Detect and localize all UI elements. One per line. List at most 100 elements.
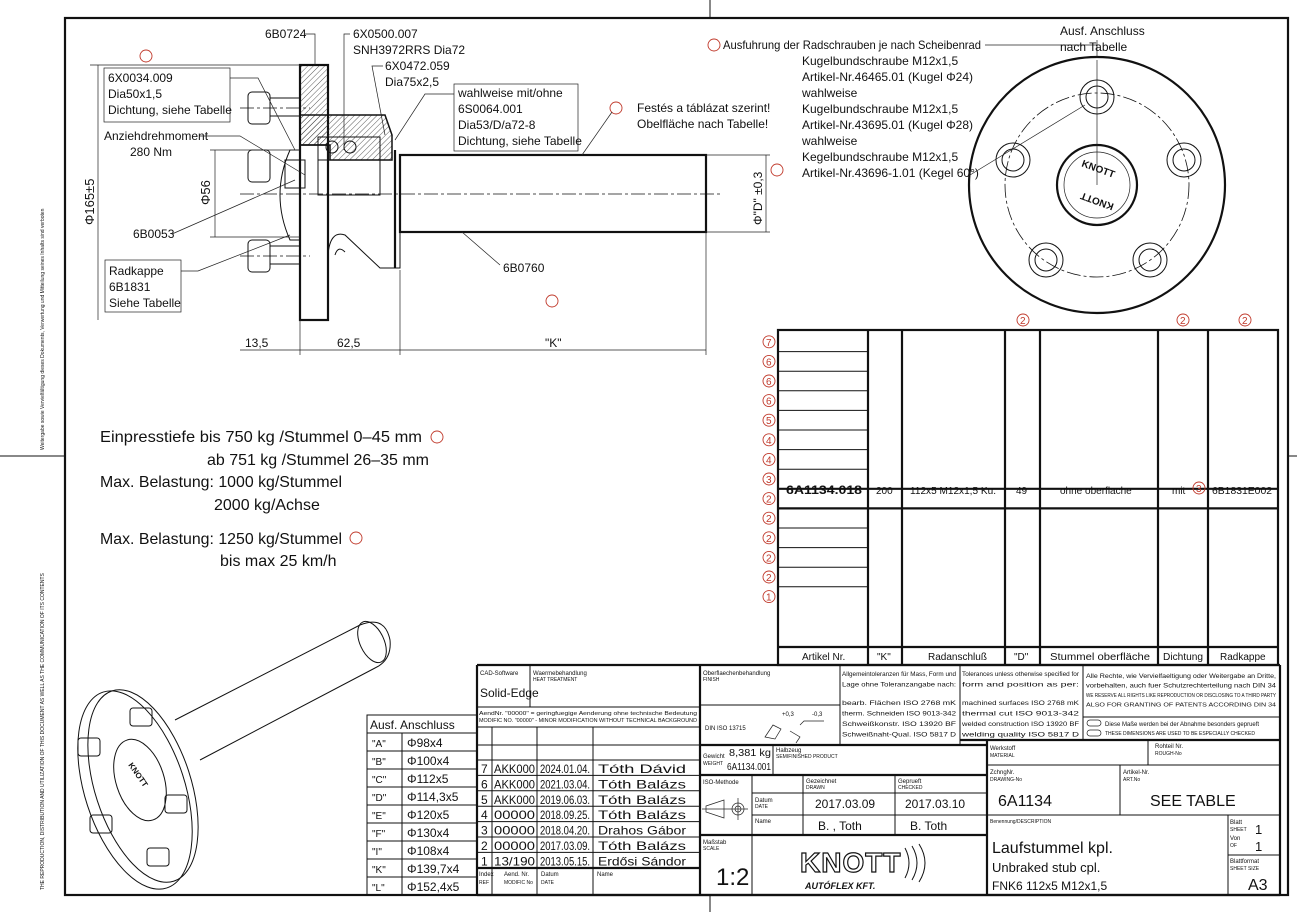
revision-mark-text: 7 — [766, 338, 772, 349]
iso-bolt — [89, 814, 113, 834]
anschluss-value: Φ130x4 — [407, 826, 450, 840]
torque-value: 280 Nm — [130, 145, 172, 159]
desc-subtitle: Unbraked stub cpl. — [992, 860, 1100, 875]
heat-label-en: HEAT TREATMENT — [533, 677, 577, 683]
note-einpresstiefe-2: ab 751 kg /Stummel 26–35 mm — [207, 452, 429, 469]
variant-header: Dichtung — [1163, 652, 1203, 663]
revision-mark-text: 2 — [766, 553, 772, 564]
revision-aend: 00000 — [494, 808, 535, 822]
dim-k-label: "K" — [545, 336, 562, 350]
anschluss-code: "E" — [372, 811, 386, 822]
variant-cell-d: 49 — [1016, 486, 1028, 497]
bolt-hole — [1132, 242, 1168, 278]
rev-header: Index — [479, 872, 494, 878]
ausf-label: nach Tabelle — [1060, 40, 1127, 54]
bearing-inner — [317, 159, 381, 196]
rights-line: Alle Rechte, wie Vervielfaeltigung oder … — [1086, 674, 1276, 680]
of-label-en: OF — [1230, 843, 1237, 849]
revision-mark-text: 2 — [1180, 316, 1186, 327]
note-belastung-2: 2000 kg/Achse — [214, 497, 320, 514]
check-note-en: THESE DIMENSIONS ARE USED TO BE ESPECIAL… — [1105, 731, 1255, 737]
desc-label: Benennung/DESCRIPTION — [990, 819, 1052, 825]
hub-logo-bottom: KNOTT — [1079, 189, 1115, 211]
iso-bolt — [146, 847, 170, 867]
rough-label-en: ROUGH-No — [1155, 751, 1182, 757]
general-tolerance-line: Lage ohne Toleranzangabe nach: — [842, 683, 956, 689]
general-tolerance-line: Schweißkonstr. ISO 13920 BF — [842, 722, 956, 728]
article-label: Artikel-Nr. — [1123, 770, 1150, 776]
hubcap-callout-box — [104, 259, 182, 313]
checked-name: B. Toth — [910, 819, 947, 833]
optional-seal-line: Dichtung, siehe Tabelle — [458, 134, 582, 148]
revision-mark-text: 2 — [1242, 316, 1248, 327]
variant-header: "D" — [1014, 652, 1029, 663]
dim-d-label: Φ"D" ±0,3 — [751, 171, 765, 225]
iso-flange — [77, 690, 193, 890]
revision-mark — [762, 492, 776, 506]
variant-header: Radanschluß — [928, 652, 987, 663]
general-tolerance-line-en: machined surfaces ISO 2768 mK — [962, 701, 1079, 707]
revision-mark-text: 2 — [766, 534, 772, 545]
finish-label-en: FINISH — [703, 677, 720, 683]
revision-mark-text: 2 — [766, 573, 772, 584]
revision-aend: AKK000 — [494, 762, 535, 776]
front-view: KNOTT KNOTT Ausfuhrung der Radschrauben … — [707, 24, 1227, 315]
check-symbol-icon — [1086, 719, 1102, 727]
revision-mark — [762, 335, 776, 349]
isometric-view: KNOTT — [77, 620, 391, 890]
anschluss-title: Ausf. Anschluss — [370, 718, 455, 732]
rights-line: WE RESERVE ALL RIGHTS LIKE REPRODUCTION … — [1086, 693, 1277, 699]
format-label-en: SHEET SIZE — [1230, 866, 1260, 872]
title-block: CAD-Software Solid-Edge Waermebehandlung… — [475, 663, 1282, 897]
optional-seal-line: 6S0064.001 — [458, 102, 523, 116]
seal-callout-line: Dia50x1,5 — [108, 87, 162, 101]
torque-label: Anziehdrehmoment — [104, 129, 209, 143]
checked-label: Geprueft — [898, 779, 922, 785]
revision-mark — [770, 163, 784, 177]
hub-cap — [279, 149, 301, 241]
rev-header: Datum — [541, 872, 559, 878]
anschluss-code: "A" — [372, 739, 386, 750]
hubcap-callout-line: Radkappe — [109, 264, 164, 278]
finish-label: Oberflaechenbehandlung — [703, 671, 770, 677]
cad-label: CAD-Software — [480, 671, 519, 677]
seal-callout-line: 6X0034.009 — [108, 71, 173, 85]
anschluss-value: Φ114,3x5 — [407, 790, 459, 804]
tol-minus: -0,3 — [812, 712, 823, 718]
date-label: Datum — [755, 798, 773, 804]
revision-mark — [707, 38, 721, 52]
revision-mark — [139, 49, 153, 63]
variant-header: Stummel oberfläche — [1050, 652, 1150, 663]
general-tolerance-line-en: form and position as per: — [962, 683, 1080, 689]
checked-label-en: CHECKED — [898, 785, 923, 791]
revision-mark — [762, 433, 776, 447]
sheet-value: 1 — [1255, 822, 1262, 837]
rough-label: Rohteil Nr. — [1155, 744, 1183, 750]
revision-mark-text: 2 — [766, 495, 772, 506]
revision-mark — [349, 531, 363, 545]
revision-mark — [762, 374, 776, 388]
drawn-name: B. , Toth — [818, 819, 862, 833]
note-belastung-4: bis max 25 km/h — [220, 553, 336, 570]
callout-6b0724: 6B0724 — [265, 27, 307, 41]
logo-sub: AUTÓFLEX KFT. — [804, 880, 875, 891]
revision-aend: 00000 — [494, 824, 535, 838]
wheel-bolt — [247, 149, 271, 183]
revision-name: Tóth Balázs — [598, 839, 686, 853]
general-tolerance-line-en: welding quality ISO 5817 D — [960, 733, 1080, 739]
scale-value: 1:2 — [716, 864, 749, 891]
revision-name: Drahos Gábor — [598, 824, 686, 838]
semi-label: Halbzeug — [776, 748, 801, 754]
bolt-note-title: Ausfuhrung der Radschrauben je nach Sche… — [723, 38, 981, 52]
drawing-no-label-en: DRAWING-No — [990, 777, 1022, 783]
date-label-en: DATE — [755, 804, 769, 810]
anschluss-code: "I" — [372, 847, 382, 858]
hubcap-callout-line: Siehe Tabelle — [109, 296, 181, 310]
section-view: Φ165±5 Φ56 Φ"D" ±0,3 13,5 62,5 "K" 6B072… — [82, 27, 784, 355]
edge-symbol-icon — [764, 724, 782, 740]
sheet-label: Blatt — [1230, 820, 1242, 826]
iso-hub-cap — [113, 738, 167, 822]
check-symbol-icon — [1086, 729, 1102, 737]
revision-mark-text: 2 — [1020, 316, 1026, 327]
revision-mark — [762, 550, 776, 564]
